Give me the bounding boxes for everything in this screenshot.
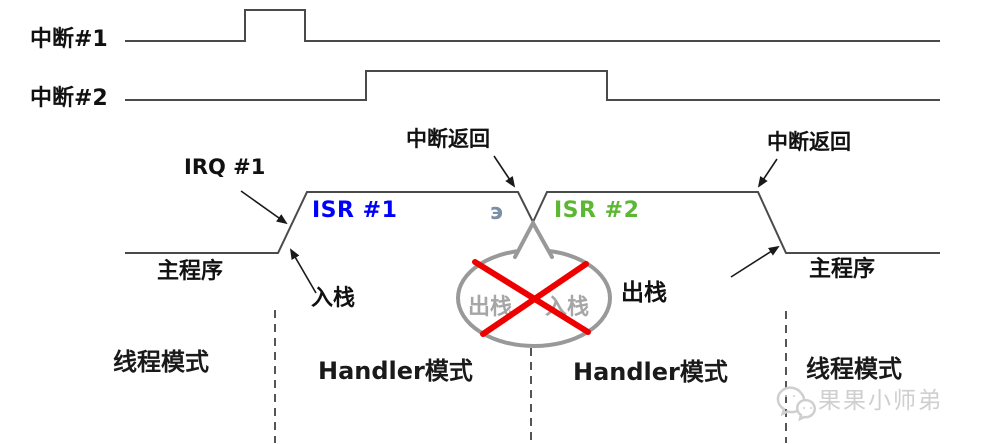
mode-thread-left-label: 线程模式 — [113, 348, 209, 376]
isr1-label: ISR #1 — [312, 198, 398, 223]
mode-handler1-label: Handler模式 — [318, 357, 473, 385]
bubble-pop-stack-label: 出栈 — [468, 295, 513, 320]
isr2-label: ISR #2 — [554, 198, 640, 223]
watermark-text: 果果小师弟 — [818, 388, 943, 414]
interrupt1-label: 中断#1 — [30, 27, 108, 52]
interrupt2-label: 中断#2 — [30, 86, 108, 111]
interrupt-return2-arrow — [757, 158, 778, 188]
wechat-icon — [776, 386, 816, 422]
interrupt2-waveform — [125, 70, 940, 101]
interrupt1-waveform — [125, 9, 940, 42]
mode-handler2-label: Handler模式 — [573, 358, 728, 386]
interrupt-return1-arrow — [493, 155, 516, 188]
execution-trace — [125, 191, 940, 254]
stack-bubble — [456, 220, 612, 348]
irq1-arrow — [240, 190, 288, 225]
mode-thread-right-label: 线程模式 — [806, 355, 902, 383]
push-stack-label: 入栈 — [311, 286, 356, 311]
pop-stack-label: 出栈 — [621, 280, 667, 306]
leftover-artifact-char: э — [490, 200, 504, 225]
irq1-label: IRQ #1 — [184, 155, 266, 179]
main-program-left-label: 主程序 — [157, 259, 224, 284]
interrupt-return1-label: 中断返回 — [406, 127, 490, 151]
main-program-right-label: 主程序 — [809, 257, 876, 282]
bubble-push-stack-label: 入栈 — [545, 295, 590, 320]
annotation-arrows — [240, 155, 780, 294]
interrupt-return2-label: 中断返回 — [767, 130, 851, 154]
pop-stack-arrow — [730, 245, 780, 278]
